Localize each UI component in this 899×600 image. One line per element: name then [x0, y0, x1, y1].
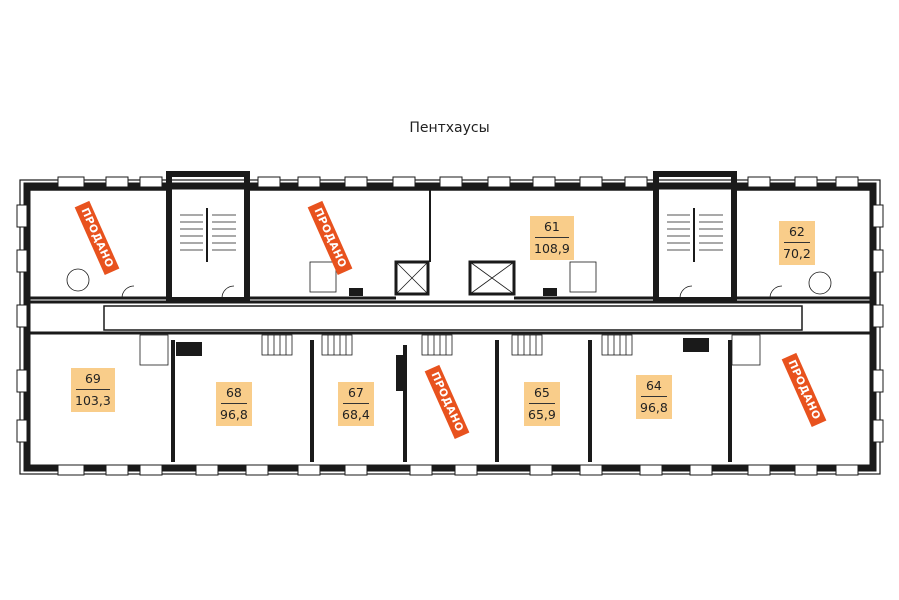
divider: [343, 403, 369, 404]
plan-title: Пентхаусы: [409, 120, 490, 136]
divider: [76, 389, 110, 390]
apartment-67-label[interactable]: 67 68,4: [338, 382, 374, 426]
apartment-number: 67: [347, 385, 364, 400]
apartment-area: 96,8: [640, 400, 668, 415]
apartment-65-label[interactable]: 65 65,9: [524, 382, 560, 426]
apartment-69-label[interactable]: 69 103,3: [71, 368, 115, 412]
apartment-64-label[interactable]: 64 96,8: [636, 375, 672, 419]
apartment-number: 69: [84, 371, 101, 386]
lift-core: [394, 190, 516, 296]
apartment-area: 96,8: [220, 407, 248, 422]
divider: [641, 396, 667, 397]
windows: [16, 176, 884, 476]
stairwell-left: [166, 171, 250, 303]
apartment-61-label[interactable]: 61 108,9: [530, 216, 574, 260]
divider: [784, 242, 810, 243]
apartment-area: 70,2: [783, 246, 811, 261]
divider: [529, 403, 555, 404]
divider: [535, 237, 569, 238]
apartment-area: 65,9: [528, 407, 556, 422]
corridor: [30, 300, 870, 335]
apartment-number: 62: [788, 224, 805, 239]
stairwell-right: [653, 171, 737, 303]
apartment-number: 65: [533, 385, 550, 400]
apartment-area: 68,4: [342, 407, 370, 422]
apartment-62-label[interactable]: 62 70,2: [779, 221, 815, 265]
apartment-number: 61: [543, 219, 560, 234]
lower-partitions: [171, 340, 732, 462]
divider: [221, 403, 247, 404]
interior-stairs: [66, 261, 832, 366]
apartment-68-label[interactable]: 68 96,8: [216, 382, 252, 426]
shaft-details: [176, 288, 709, 391]
apartment-number: 68: [225, 385, 242, 400]
apartment-area: 108,9: [534, 241, 570, 256]
apartment-number: 64: [645, 378, 662, 393]
apartment-area: 103,3: [75, 393, 111, 408]
upper-partitions: [30, 189, 870, 300]
